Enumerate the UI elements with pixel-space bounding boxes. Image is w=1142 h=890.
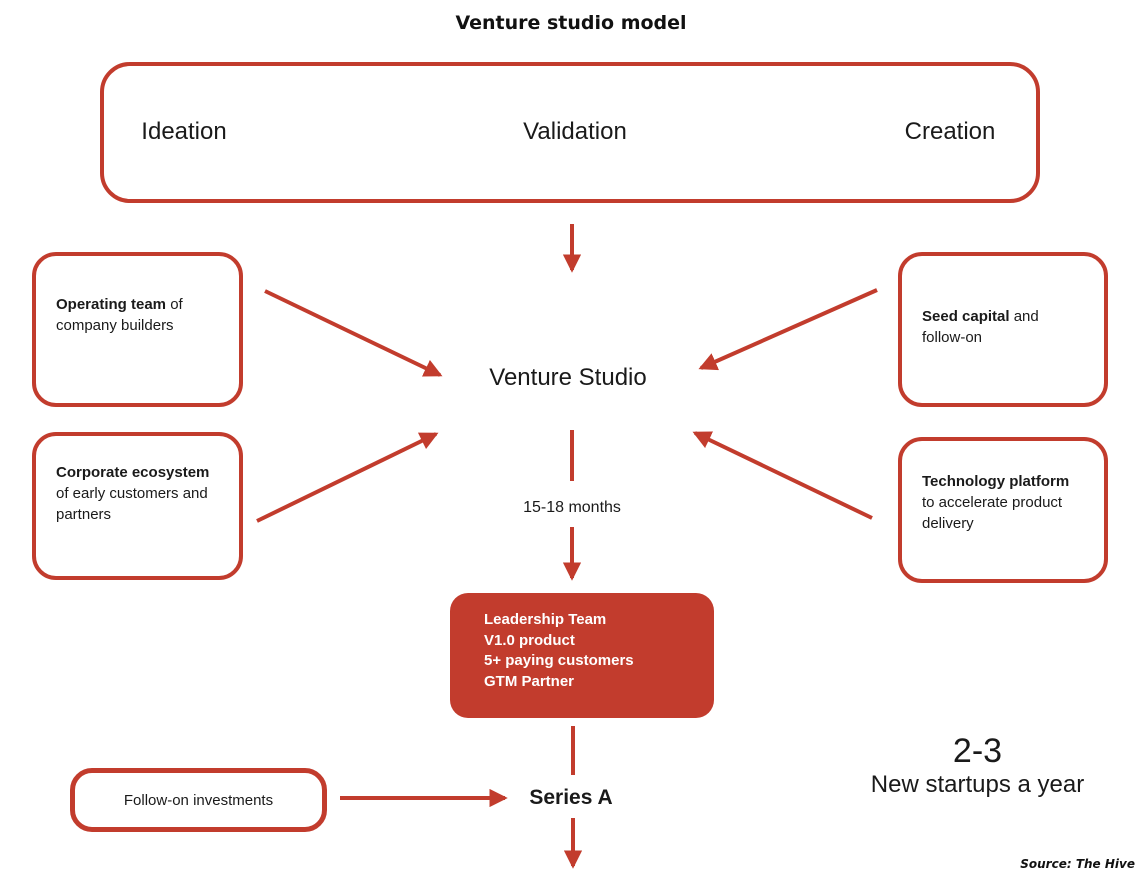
seed-capital-box: Seed capital and follow-on [898, 252, 1108, 407]
seed-capital-bold: Seed capital [922, 308, 1010, 325]
technology-platform-bold: Technology platform [922, 473, 1070, 490]
milestones-box: Leadership Team V1.0 product 5+ paying c… [450, 593, 714, 718]
stage-ideation: Ideation [141, 118, 227, 145]
milestone-line: GTM Partner [484, 672, 575, 690]
series-a-label: Series A [529, 786, 613, 809]
venture-studio-label: Venture Studio [489, 364, 647, 391]
source-attribution: Source: The Hive [1020, 857, 1135, 871]
technology-platform-box: Technology platform to accelerate produc… [898, 437, 1108, 583]
follow-on-label: Follow-on investments [123, 791, 274, 809]
output-block: 2-3 New startups a year [820, 732, 1135, 800]
corporate-ecosystem-bold: Corporate ecosystem [56, 464, 210, 481]
stage-validation: Validation [523, 118, 627, 145]
technology-platform-rest: to accelerate product delivery [922, 494, 1063, 532]
corporate-ecosystem-box: Corporate ecosystem of early customers a… [32, 432, 243, 580]
milestone-line: 5+ paying customers [484, 652, 634, 669]
duration-label: 15-18 months [523, 499, 621, 516]
follow-on-box: Follow-on investments [70, 768, 327, 832]
arrow-corporate-ecosystem-to-studio [256, 432, 439, 523]
arrow-seed-capital-to-studio [698, 288, 878, 371]
milestone-line: Leadership Team [484, 611, 607, 628]
page-title: Venture studio model [455, 12, 687, 34]
milestones-text: Leadership Team V1.0 product 5+ paying c… [484, 610, 634, 692]
startup-count: 2-3 [952, 732, 1003, 770]
arrow-operating-team-to-studio [264, 289, 443, 377]
operating-team-box: Operating team of company builders [32, 252, 243, 407]
arrow-technology-platform-to-studio [692, 431, 873, 520]
operating-team-bold: Operating team [56, 296, 167, 313]
stage-creation: Creation [904, 118, 996, 145]
pipeline-box: Ideation Validation Creation [100, 62, 1040, 203]
startup-count-label: New startups a year [870, 771, 1085, 798]
milestone-line: V1.0 product [484, 631, 575, 649]
seed-capital-text: Seed capital and follow-on [922, 306, 1057, 348]
corporate-ecosystem-rest: of early customers and partners [56, 485, 208, 523]
corporate-ecosystem-text: Corporate ecosystem of early customers a… [56, 462, 224, 525]
operating-team-rest: of company builders [56, 296, 183, 334]
seed-capital-rest: and follow-on [922, 308, 1039, 346]
technology-platform-text: Technology platform to accelerate produc… [922, 471, 1082, 534]
operating-team-text: Operating team of company builders [56, 294, 224, 336]
